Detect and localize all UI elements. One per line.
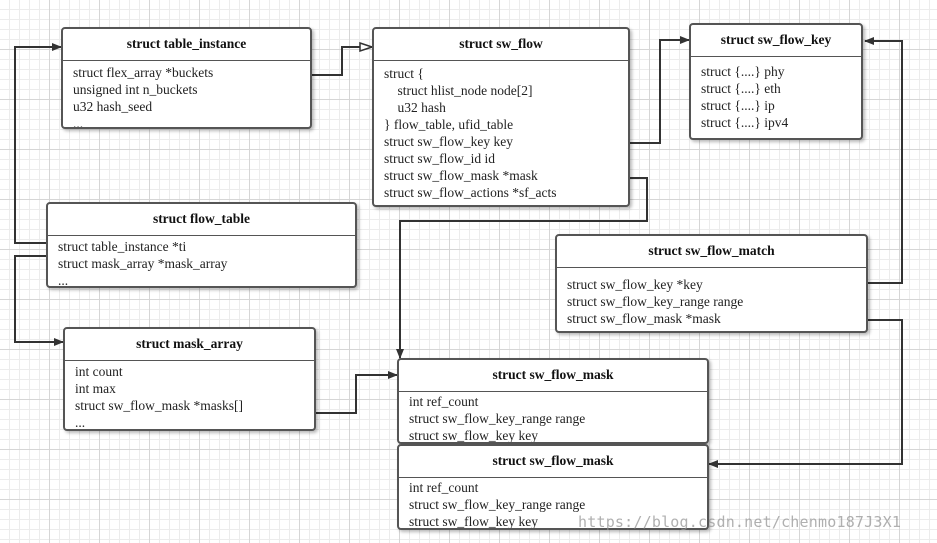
struct-sw-flow-key-title: struct sw_flow_key — [691, 25, 861, 57]
field-phy: struct {....} phy — [701, 64, 785, 79]
connector-flow-table-ti-to-table-instance — [14, 43, 62, 244]
field-flow-table-ufid-table: } flow_table, ufid_table — [384, 117, 514, 132]
struct-table-instance-fields: struct flex_array *buckets unsigned int … — [63, 61, 310, 129]
struct-sw-flow-mask-fields: int ref_count struct sw_flow_key_range r… — [399, 478, 707, 529]
field-ellipsis: ... — [73, 116, 84, 129]
field-range: struct sw_flow_key_range range — [409, 411, 586, 426]
struct-flow-table-fields: struct table_instance *ti struct mask_ar… — [48, 236, 355, 288]
struct-sw-flow-match-title: struct sw_flow_match — [557, 236, 866, 268]
watermark-text: https://blog.csdn.net/chenmo187J3X1 — [578, 513, 902, 531]
field-ref-count: int ref_count — [409, 394, 479, 409]
field-mask-array: struct mask_array *mask_array — [58, 256, 228, 271]
connector-sw-flow-match-key-to-sw-flow-key — [864, 37, 903, 284]
connector-table-instance-buckets-to-sw-flow — [312, 47, 372, 76]
field-ti: struct table_instance *ti — [58, 239, 187, 254]
struct-sw-flow-title: struct sw_flow — [374, 29, 628, 61]
field-mask: struct sw_flow_mask *mask — [384, 168, 538, 183]
connector-mask-array-masks-to-sw-flow-mask — [315, 371, 398, 414]
field-range: struct sw_flow_key_range range — [567, 294, 744, 309]
field-ip: struct {....} ip — [701, 98, 775, 113]
field-key: struct sw_flow_key key — [409, 514, 538, 529]
struct-sw-flow-key-fields: struct {....} phy struct {....} eth stru… — [691, 57, 861, 131]
struct-mask-array-title: struct mask_array — [65, 329, 314, 361]
struct-sw-flow-box[interactable]: struct sw_flow struct { struct hlist_nod… — [372, 27, 630, 207]
struct-sw-flow-mask-box-1[interactable]: struct sw_flow_mask int ref_count struct… — [397, 358, 709, 444]
struct-sw-flow-fields: struct { struct hlist_node node[2] u32 h… — [374, 61, 628, 201]
field-sf-acts: struct sw_flow_actions *sf_acts — [384, 185, 557, 200]
field-ipv4: struct {....} ipv4 — [701, 115, 789, 130]
field-key: struct sw_flow_key *key — [567, 277, 703, 292]
struct-sw-flow-match-fields: struct sw_flow_key *key struct sw_flow_k… — [557, 268, 866, 327]
field-count: int count — [75, 364, 123, 379]
field-hash-seed: u32 hash_seed — [73, 99, 153, 114]
struct-mask-array-box[interactable]: struct mask_array int count int max stru… — [63, 327, 316, 431]
field-buckets: struct flex_array *buckets — [73, 65, 214, 80]
field-ellipsis: ... — [58, 273, 69, 288]
struct-sw-flow-key-box[interactable]: struct sw_flow_key struct {....} phy str… — [689, 23, 863, 140]
connector-sw-flow-key-to-sw-flow-key — [629, 36, 690, 144]
struct-sw-flow-mask-title: struct sw_flow_mask — [399, 446, 707, 478]
field-struct-open: struct { — [384, 66, 424, 81]
struct-sw-flow-mask-box-2[interactable]: struct sw_flow_mask int ref_count struct… — [397, 444, 709, 530]
field-id: struct sw_flow_id id — [384, 151, 495, 166]
field-range: struct sw_flow_key_range range — [409, 497, 586, 512]
field-max: int max — [75, 381, 116, 396]
struct-table-instance-title: struct table_instance — [63, 29, 310, 61]
struct-sw-flow-mask-fields: int ref_count struct sw_flow_key_range r… — [399, 392, 707, 443]
struct-mask-array-fields: int count int max struct sw_flow_mask *m… — [65, 361, 314, 430]
field-eth: struct {....} eth — [701, 81, 781, 96]
struct-flow-table-title: struct flow_table — [48, 204, 355, 236]
field-hlist-node: struct hlist_node node[2] — [384, 83, 533, 98]
field-masks: struct sw_flow_mask *masks[] — [75, 398, 243, 413]
struct-table-instance-box[interactable]: struct table_instance struct flex_array … — [61, 27, 312, 129]
field-n-buckets: unsigned int n_buckets — [73, 82, 198, 97]
field-key: struct sw_flow_key key — [384, 134, 513, 149]
struct-sw-flow-match-box[interactable]: struct sw_flow_match struct sw_flow_key … — [555, 234, 868, 333]
struct-flow-table-box[interactable]: struct flow_table struct table_instance … — [46, 202, 357, 288]
connector-sw-flow-mask-to-sw-flow-mask — [396, 177, 648, 359]
connector-flow-table-mask-array-to-mask-array — [14, 255, 64, 346]
field-hash: u32 hash — [384, 100, 446, 115]
field-mask: struct sw_flow_mask *mask — [567, 311, 721, 326]
connector-sw-flow-match-mask-to-sw-flow-mask — [708, 319, 903, 468]
field-key: struct sw_flow_key key — [409, 428, 538, 443]
field-ref-count: int ref_count — [409, 480, 479, 495]
struct-sw-flow-mask-title: struct sw_flow_mask — [399, 360, 707, 392]
field-ellipsis: ... — [75, 415, 86, 430]
